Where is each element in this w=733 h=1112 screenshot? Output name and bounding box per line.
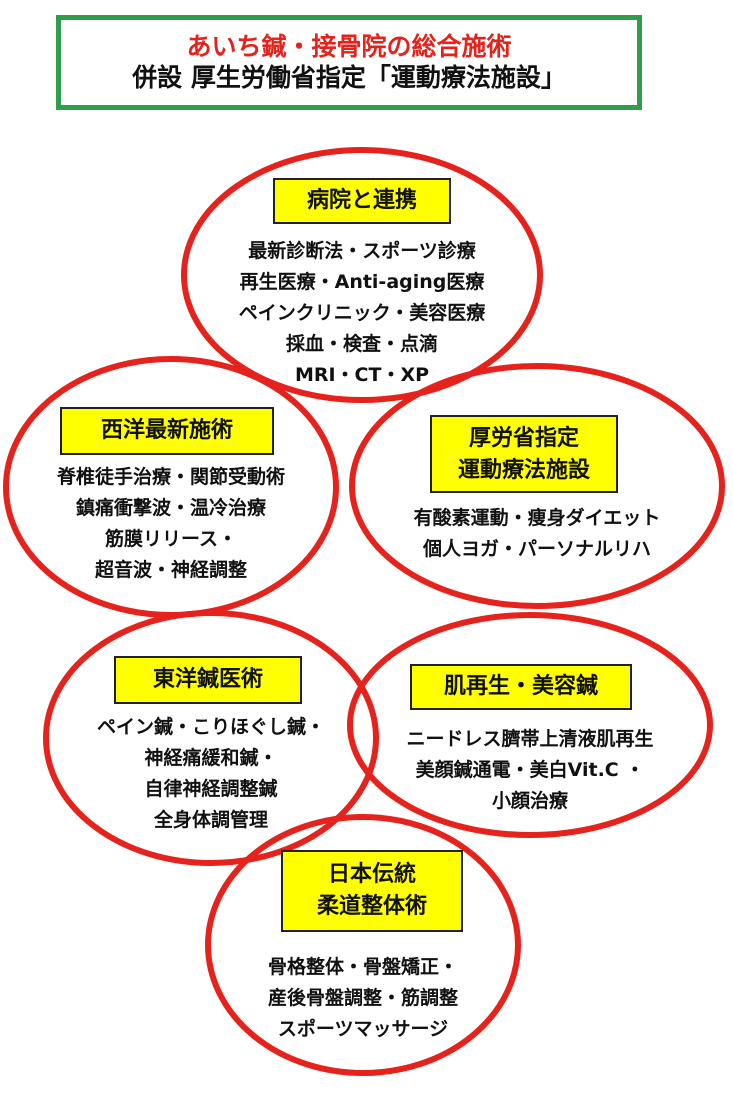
text-judo: 骨格整体・骨盤矯正・ 産後骨盤調整・筋調整 スポーツマッサージ: [213, 952, 513, 1045]
list-item: 採血・検査・点滴: [285, 333, 438, 355]
text-mhlw: 有酸素運動・痩身ダイエット 個人ヨガ・パーソナルリハ: [360, 503, 714, 565]
text-western: 脊椎徒手治療・関節受動術 鎮痛衝撃波・温冷治療 筋膜リリース・ 超音波・神経調整: [8, 462, 334, 586]
text-eastern: ペイン鍼・こりほぐし鍼・ 神経痛緩和鍼・ 自律神経調整鍼 全身体調管理: [50, 712, 372, 836]
list-item: 神経痛緩和鍼・: [144, 747, 278, 769]
text-beauty: ニードレス臍帯上清液肌再生 美顔鍼通電・美白Vit.C ・ 小顔治療: [356, 724, 704, 817]
list-item: 有酸素運動・痩身ダイエット: [413, 507, 661, 529]
label-western: 西洋最新施術: [60, 407, 274, 455]
label-mhlw-text-2: 運動療法施設: [457, 458, 590, 483]
list-item: ペインクリニック・美容医療: [238, 302, 486, 324]
list-item: ペイン鍼・こりほぐし鍼・: [96, 716, 325, 738]
ring-beauty: [347, 612, 713, 838]
label-hospital: 病院と連携: [273, 178, 451, 224]
label-eastern: 東洋鍼医術: [114, 656, 302, 704]
list-item: 全身体調管理: [153, 809, 268, 831]
list-item: 鎮痛衝撃波・温冷治療: [75, 497, 266, 519]
list-item: 超音波・神経調整: [94, 559, 247, 581]
list-item: 骨格整体・骨盤矯正・: [267, 956, 458, 978]
list-item: MRI・CT・XP: [294, 364, 430, 386]
list-item: 産後骨盤調整・筋調整: [267, 987, 458, 1009]
header-box: あいち鍼・接骨院の総合施術 併設 厚生労働省指定「運動療法施設」: [56, 15, 642, 110]
label-judo: 日本伝統 柔道整体術: [281, 850, 463, 932]
list-item: 脊椎徒手治療・関節受動術: [56, 466, 285, 488]
ring-hospital: [181, 147, 543, 403]
text-hospital: 最新診断法・スポーツ診療 再生医療・Anti-aging医療 ペインクリニック・…: [182, 236, 542, 391]
list-item: 自律神経調整鍼: [144, 778, 278, 800]
label-western-text: 西洋最新施術: [100, 418, 233, 443]
label-eastern-text: 東洋鍼医術: [152, 667, 263, 692]
ring-mhlw: [349, 363, 725, 609]
label-judo-text-1: 日本伝統: [327, 862, 416, 887]
list-item: スポーツマッサージ: [277, 1018, 449, 1040]
list-item: 個人ヨガ・パーソナルリハ: [422, 538, 651, 560]
label-beauty-text: 肌再生・美容鍼: [443, 674, 598, 699]
ring-eastern: [43, 610, 379, 866]
label-judo-text-2: 柔道整体術: [316, 894, 427, 919]
label-mhlw-text-1: 厚労省指定: [468, 426, 579, 451]
list-item: 最新診断法・スポーツ診療: [248, 240, 476, 262]
list-item: 再生医療・Anti-aging医療: [239, 271, 485, 293]
list-item: 筋膜リリース・: [104, 528, 238, 550]
header-title: あいち鍼・接骨院の総合施術: [186, 32, 512, 61]
list-item: 小顔治療: [491, 790, 568, 812]
list-item: 美顔鍼通電・美白Vit.C ・: [415, 759, 645, 781]
list-item: ニードレス臍帯上清液肌再生: [406, 728, 654, 750]
label-beauty: 肌再生・美容鍼: [410, 664, 632, 710]
label-mhlw: 厚労省指定 運動療法施設: [430, 415, 618, 493]
header-subtitle: 併設 厚生労働省指定「運動療法施設」: [132, 63, 566, 92]
label-hospital-text: 病院と連携: [306, 188, 417, 213]
ring-judo: [205, 814, 521, 1076]
